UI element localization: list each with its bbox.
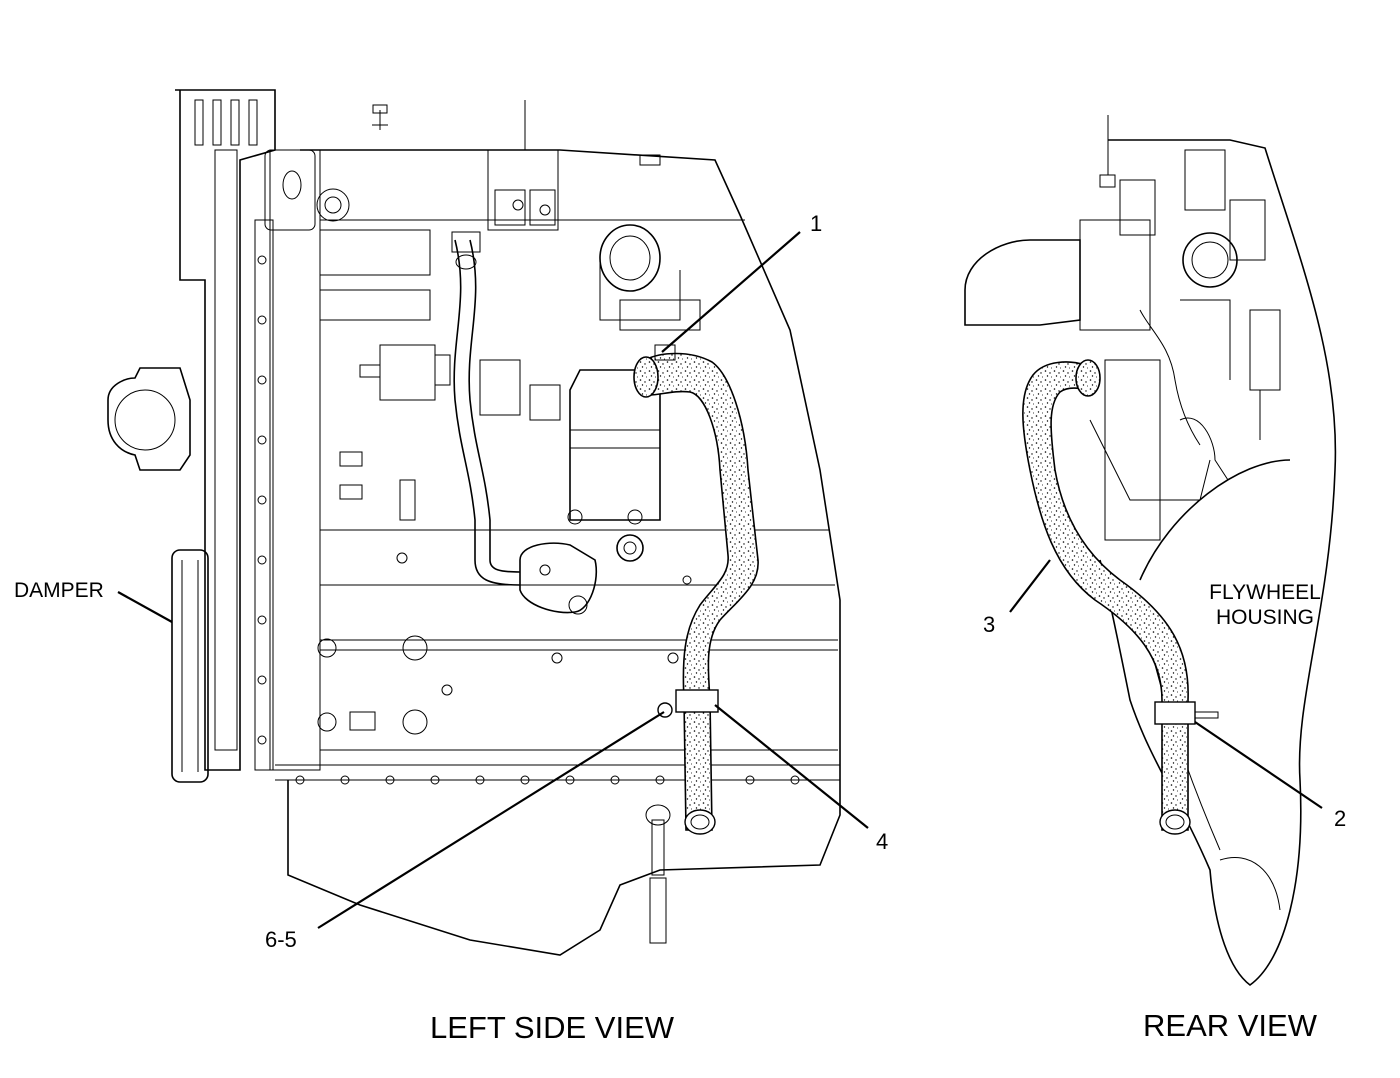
callout-4: 4: [876, 829, 889, 854]
flywheel-label-line1: FLYWHEEL: [1209, 581, 1321, 604]
callout-2: 2: [1334, 806, 1347, 831]
leader-callout-6-5: [317, 711, 665, 929]
leader-callout-3: [1009, 559, 1051, 613]
front-cover-bolts: [257, 255, 267, 745]
callout-1: 1: [810, 211, 823, 236]
damper-label: DAMPER: [14, 579, 104, 602]
callout-6-5: 6-5: [265, 927, 297, 952]
flywheel-housing-label: FLYWHEEL HOUSING: [1195, 582, 1335, 628]
callout-3: 3: [983, 612, 996, 637]
leader-callout-2: [1194, 721, 1323, 809]
leader-damper: [117, 591, 173, 623]
left-side-view-title: LEFT SIDE VIEW: [430, 1010, 675, 1045]
damper-part: [171, 549, 209, 783]
rear-view-engine: [964, 115, 1337, 986]
hose-rear-view: [1022, 359, 1219, 835]
leader-lines: [117, 231, 1323, 929]
front-cover-slots: [194, 99, 258, 146]
leader-callout-1: [661, 231, 801, 353]
upper-components: [264, 100, 701, 944]
left-side-view-engine: [107, 89, 841, 956]
rear-view-title: REAR VIEW: [1143, 1008, 1317, 1043]
hose-left-view: [633, 344, 759, 835]
leader-callout-4: [714, 704, 869, 829]
flywheel-label-line2: HOUSING: [1215, 606, 1314, 629]
